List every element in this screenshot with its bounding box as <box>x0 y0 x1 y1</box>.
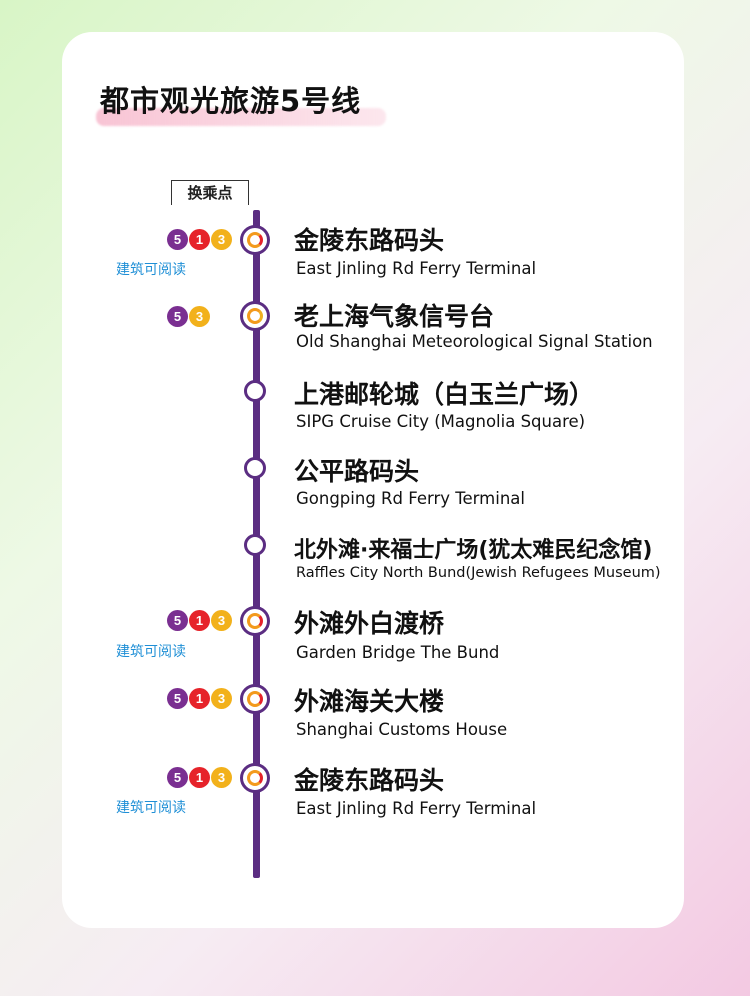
station-name-en: Garden Bridge The Bund <box>296 643 500 662</box>
station-node <box>244 534 266 556</box>
station-name-zh: 金陵东路码头 <box>294 766 445 795</box>
transfer-station-node <box>240 225 270 255</box>
line-3-badge: 3 <box>189 306 210 327</box>
station-name-zh: 老上海气象信号台 <box>294 302 495 331</box>
station-name-zh: 公平路码头 <box>294 457 420 486</box>
station-name-en: East Jinling Rd Ferry Terminal <box>296 259 537 278</box>
line-3-badge: 3 <box>211 688 232 709</box>
transfer-point-label: 换乘点 <box>171 180 249 205</box>
line-badges: 5 1 3 <box>167 229 232 250</box>
station-name-en: Gongping Rd Ferry Terminal <box>296 489 525 508</box>
transfer-station-node <box>240 763 270 793</box>
line-1-badge: 1 <box>189 767 210 788</box>
station-name-zh: 上港邮轮城（白玉兰广场） <box>294 380 595 409</box>
line-5-badge: 5 <box>167 610 188 631</box>
architecture-readable-tag[interactable]: 建筑可阅读 <box>116 644 186 660</box>
station-node <box>244 380 266 402</box>
page-title: 都市观光旅游5号线 <box>100 84 362 118</box>
line-5-badge: 5 <box>167 306 188 327</box>
line-badges: 5 3 <box>167 306 210 327</box>
line-1-badge: 1 <box>189 610 210 631</box>
station-name-en: SIPG Cruise City (Magnolia Square) <box>296 412 586 431</box>
line-badges: 5 1 3 <box>167 688 232 709</box>
station-name-zh: 北外滩·来福士广场(犹太难民纪念馆) <box>294 538 653 563</box>
line-1-badge: 1 <box>189 229 210 250</box>
station-name-zh: 外滩海关大楼 <box>294 687 445 716</box>
station-name-en: East Jinling Rd Ferry Terminal <box>296 799 537 818</box>
line-badges: 5 1 3 <box>167 610 232 631</box>
station-name-en: Raffles City North Bund(Jewish Refugees … <box>296 565 661 581</box>
line-3-badge: 3 <box>211 610 232 631</box>
transfer-station-node <box>240 684 270 714</box>
transfer-station-node <box>240 606 270 636</box>
line-3-badge: 3 <box>211 229 232 250</box>
station-name-zh: 外滩外白渡桥 <box>294 609 445 638</box>
line-5-badge: 5 <box>167 229 188 250</box>
line-3-badge: 3 <box>211 767 232 788</box>
title-block: 都市观光旅游5号线 <box>96 78 386 126</box>
architecture-readable-tag[interactable]: 建筑可阅读 <box>116 262 186 278</box>
station-name-zh: 金陵东路码头 <box>294 226 445 255</box>
line-badges: 5 1 3 <box>167 767 232 788</box>
line-5-badge: 5 <box>167 767 188 788</box>
station-name-en: Shanghai Customs House <box>296 720 508 739</box>
line-5-badge: 5 <box>167 688 188 709</box>
station-name-en: Old Shanghai Meteorological Signal Stati… <box>296 332 653 351</box>
transfer-station-node <box>240 301 270 331</box>
title-highlight <box>96 108 386 126</box>
route-card <box>62 32 684 928</box>
line-1-badge: 1 <box>189 688 210 709</box>
architecture-readable-tag[interactable]: 建筑可阅读 <box>116 800 186 816</box>
station-node <box>244 457 266 479</box>
